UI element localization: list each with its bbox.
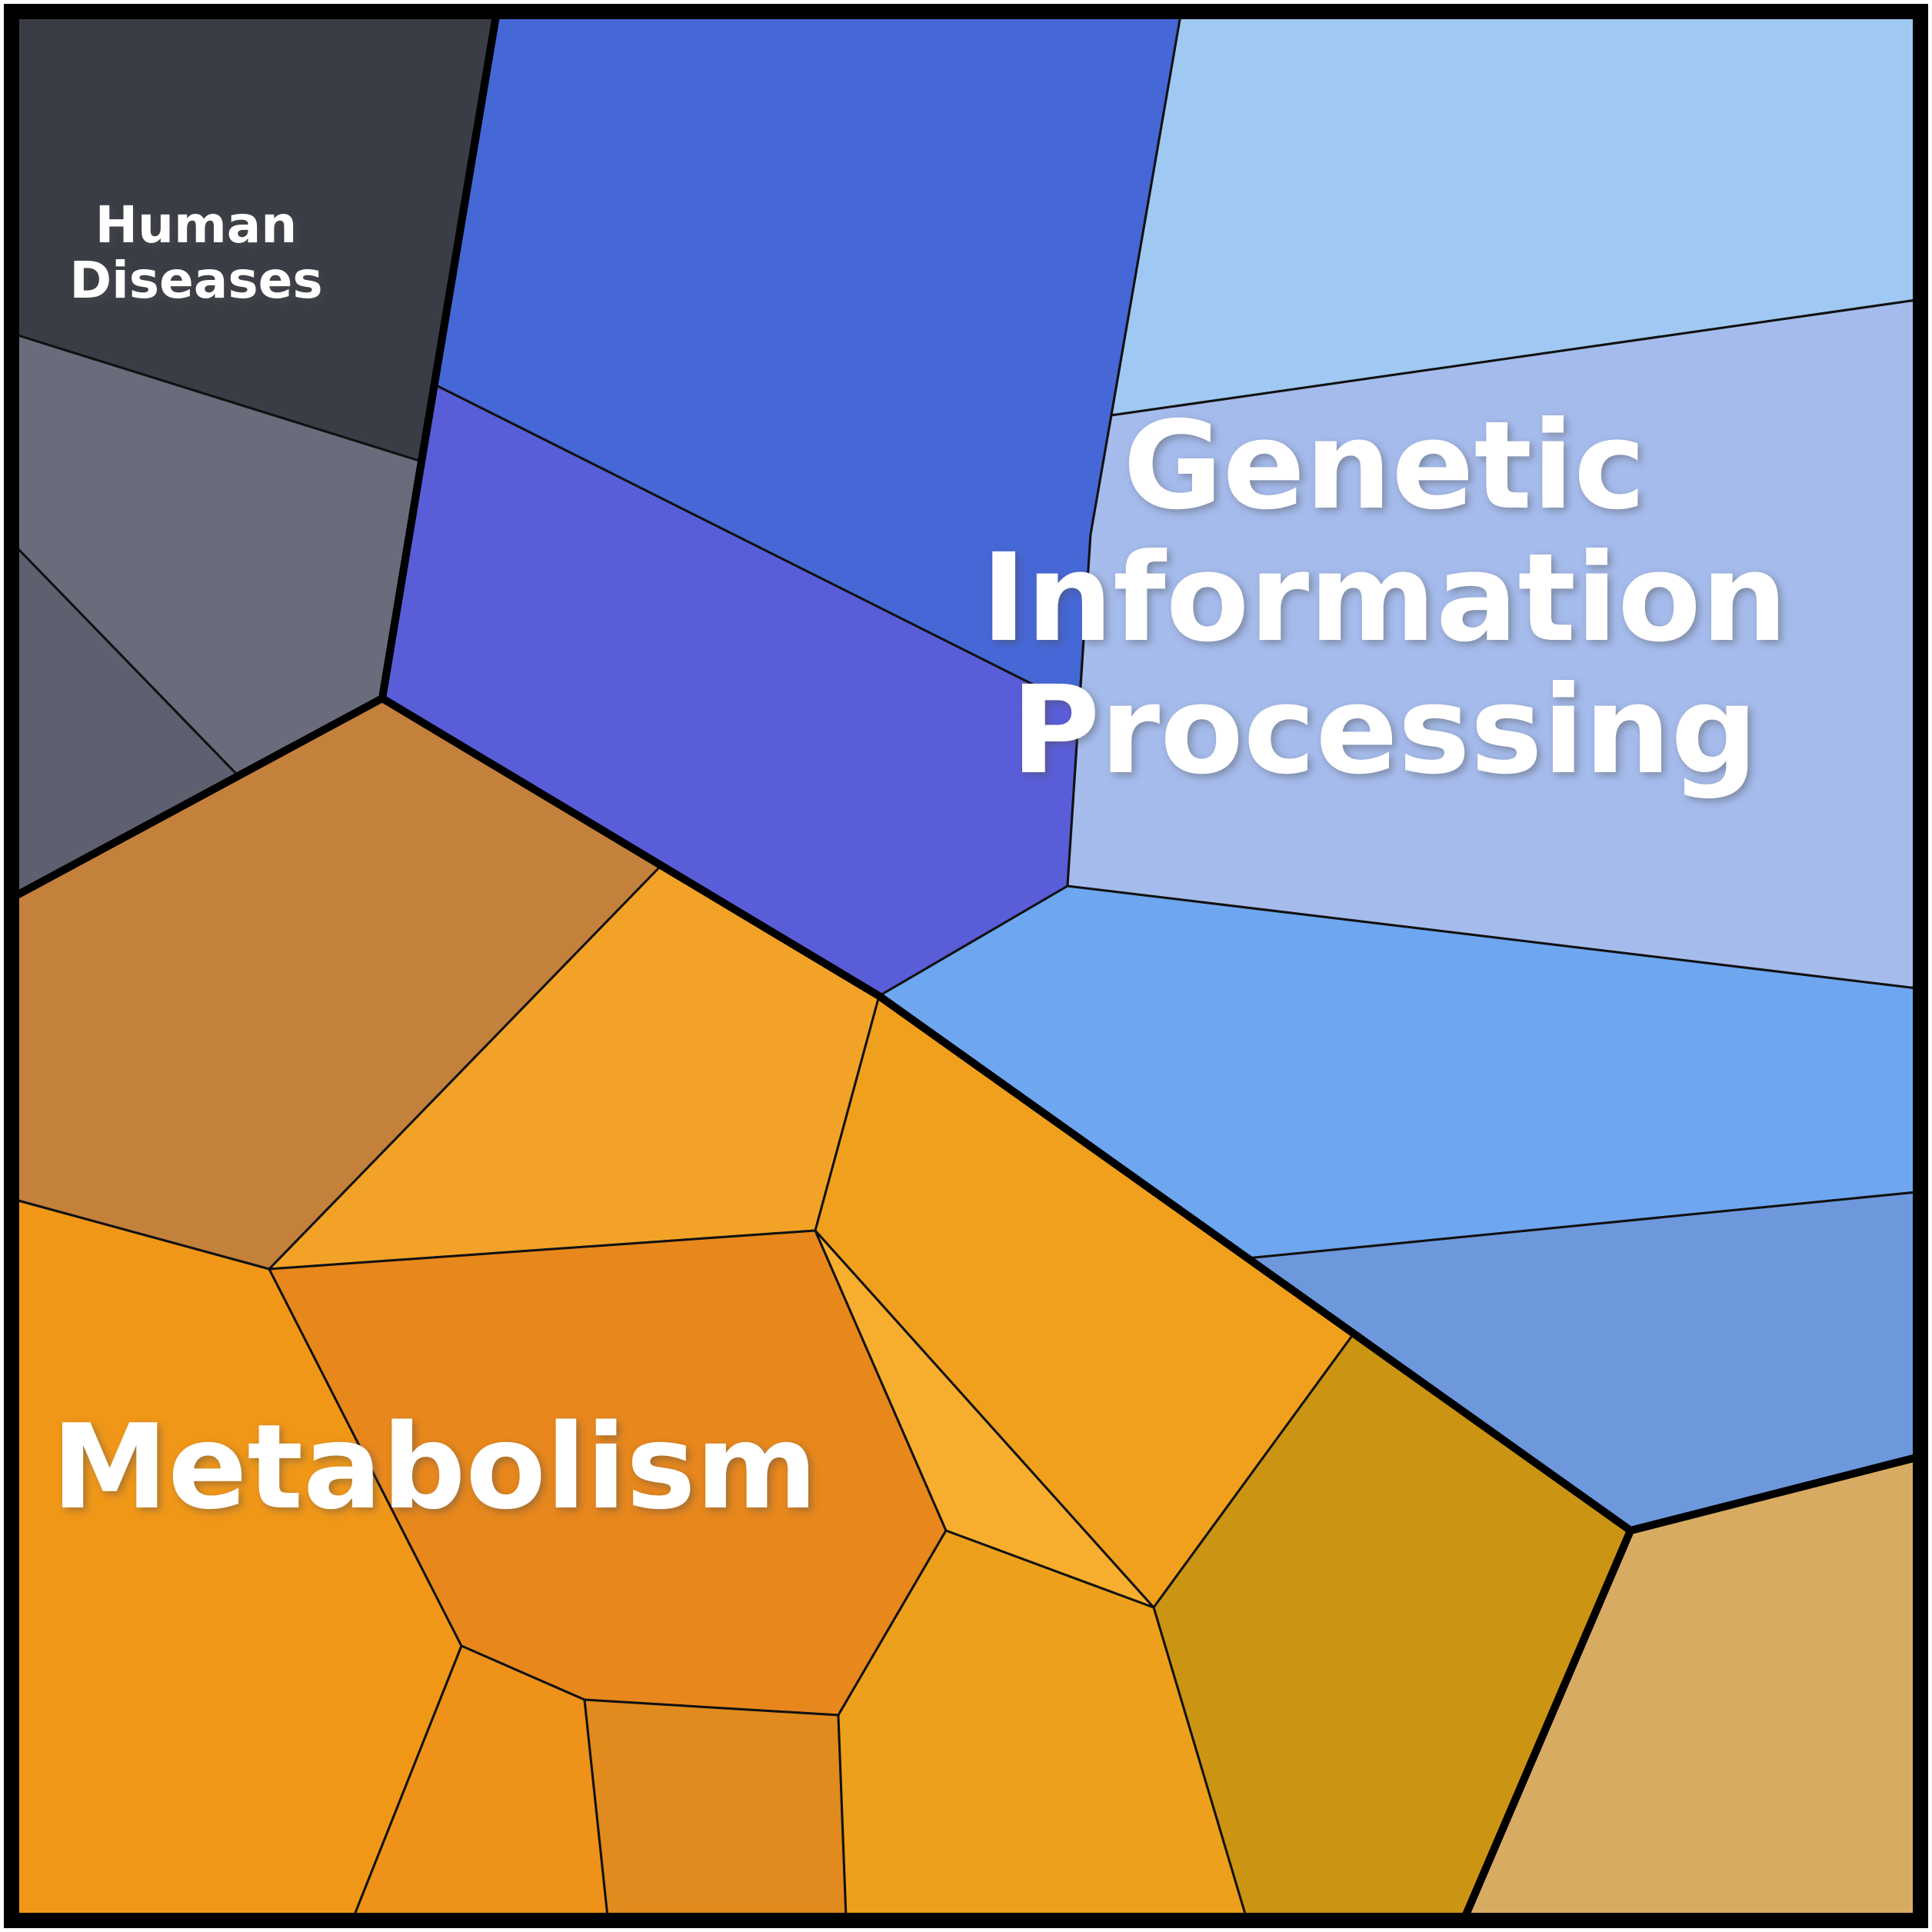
label-metabolism: Metabolism — [52, 1399, 818, 1535]
cell-metabolism-8 — [583, 1698, 848, 1918]
cell-metabolism-10 — [814, 1229, 1155, 1609]
cell-metabolism-9 — [837, 1529, 1247, 1918]
figure-frame — [4, 4, 1928, 1928]
